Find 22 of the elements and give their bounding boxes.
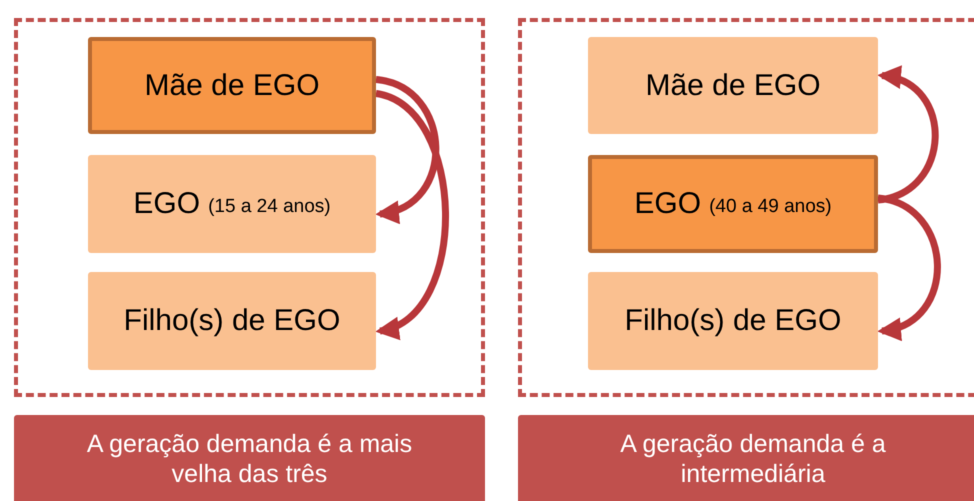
age-range-label: (15 a 24 anos) xyxy=(208,196,331,218)
generation-label: Filho(s) de EGO xyxy=(124,304,340,338)
dashed-group-frame xyxy=(518,18,974,397)
dashed-group-frame xyxy=(14,18,485,397)
generation-label: EGO xyxy=(634,187,702,221)
curved-arrow xyxy=(877,194,941,338)
generation-box xyxy=(588,155,878,253)
generation-label: EGO xyxy=(133,187,200,221)
caption-text: A geração demanda é a mais velha das três xyxy=(86,429,414,489)
generation-box xyxy=(88,37,376,134)
generation-box xyxy=(88,272,376,370)
generation-box xyxy=(588,272,878,370)
caption-text: A geração demanda é a intermediária xyxy=(619,429,887,489)
caption-banner xyxy=(14,415,485,501)
generation-box xyxy=(88,155,376,253)
generation-box xyxy=(588,37,878,134)
generation-label: Mãe de EGO xyxy=(144,68,320,102)
curved-arrow xyxy=(877,68,939,204)
generation-label: Filho(s) de EGO xyxy=(624,304,842,338)
age-range-label: (40 a 49 anos) xyxy=(709,196,832,218)
generation-label: Mãe de EGO xyxy=(645,68,821,102)
caption-banner xyxy=(518,415,974,501)
